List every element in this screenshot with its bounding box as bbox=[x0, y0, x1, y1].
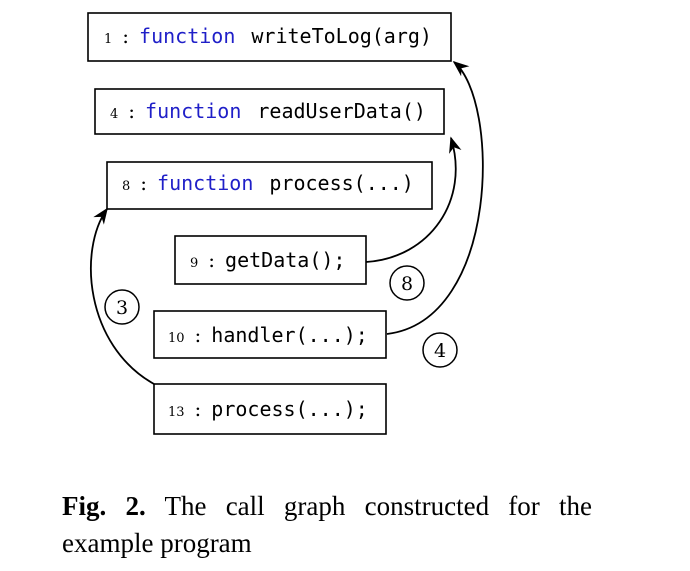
svg-text:10 : handler(...);: 10 : handler(...); bbox=[168, 323, 368, 347]
svg-text:13 : process(...);: 13 : process(...); bbox=[168, 397, 368, 421]
node-separator: : bbox=[195, 323, 202, 347]
figure-caption: Fig. 2. The call graph constructed for t… bbox=[62, 488, 592, 562]
node-line-number: 10 bbox=[168, 331, 185, 346]
svg-text:1 : function: 1 : function writeToLog(arg) bbox=[104, 24, 432, 48]
svg-text:4 : function: 4 : function readUserData() bbox=[110, 99, 426, 123]
node-writetolog: 1 : function writeToLog(arg) bbox=[87, 12, 452, 62]
svg-text:9 : getData();: 9 : getData(); bbox=[190, 248, 345, 272]
edge-label-handler: 4 bbox=[422, 332, 458, 368]
svg-text:8 : function: 8 : function process(...) bbox=[122, 171, 414, 195]
node-code: readUserData() bbox=[257, 99, 426, 123]
edge-label-text: 3 bbox=[116, 297, 128, 319]
node-code: process(...) bbox=[269, 171, 414, 195]
node-line-number: 4 bbox=[110, 107, 118, 122]
node-separator: : bbox=[128, 99, 135, 123]
edge-label-getdata: 8 bbox=[389, 265, 425, 301]
edge-handler-to-writetolog bbox=[386, 60, 484, 335]
edge-label-text: 8 bbox=[401, 273, 413, 295]
edge-label-text: 4 bbox=[434, 340, 446, 362]
edge-process-call-to-process bbox=[90, 207, 155, 385]
node-handler-call: 10 : handler(...); bbox=[153, 310, 387, 359]
node-line-number: 13 bbox=[168, 405, 185, 420]
node-process-def: 8 : function process(...) bbox=[106, 161, 433, 210]
node-getdata-call: 9 : getData(); bbox=[174, 235, 367, 285]
edge-getdata-to-readuserdata bbox=[365, 136, 462, 263]
node-separator: : bbox=[195, 397, 202, 421]
node-code: handler(...); bbox=[211, 323, 368, 347]
node-code: process(...); bbox=[211, 397, 368, 421]
node-separator: : bbox=[208, 248, 215, 272]
node-line-number: 8 bbox=[122, 179, 130, 194]
node-keyword: function bbox=[157, 171, 253, 195]
node-process-call: 13 : process(...); bbox=[153, 383, 387, 435]
node-code: getData(); bbox=[225, 248, 345, 272]
node-line-number: 9 bbox=[190, 256, 198, 271]
caption-text: The call graph constructed for the examp… bbox=[62, 491, 592, 558]
node-keyword: function bbox=[139, 24, 235, 48]
edge-label-process: 3 bbox=[104, 289, 140, 325]
node-separator: : bbox=[122, 24, 129, 48]
node-separator: : bbox=[140, 171, 147, 195]
node-code: writeToLog(arg) bbox=[251, 24, 432, 48]
node-keyword: function bbox=[145, 99, 241, 123]
figure-label: Fig. 2. bbox=[62, 491, 146, 521]
node-readuserdata: 4 : function readUserData() bbox=[94, 88, 445, 135]
node-line-number: 1 bbox=[104, 32, 112, 47]
